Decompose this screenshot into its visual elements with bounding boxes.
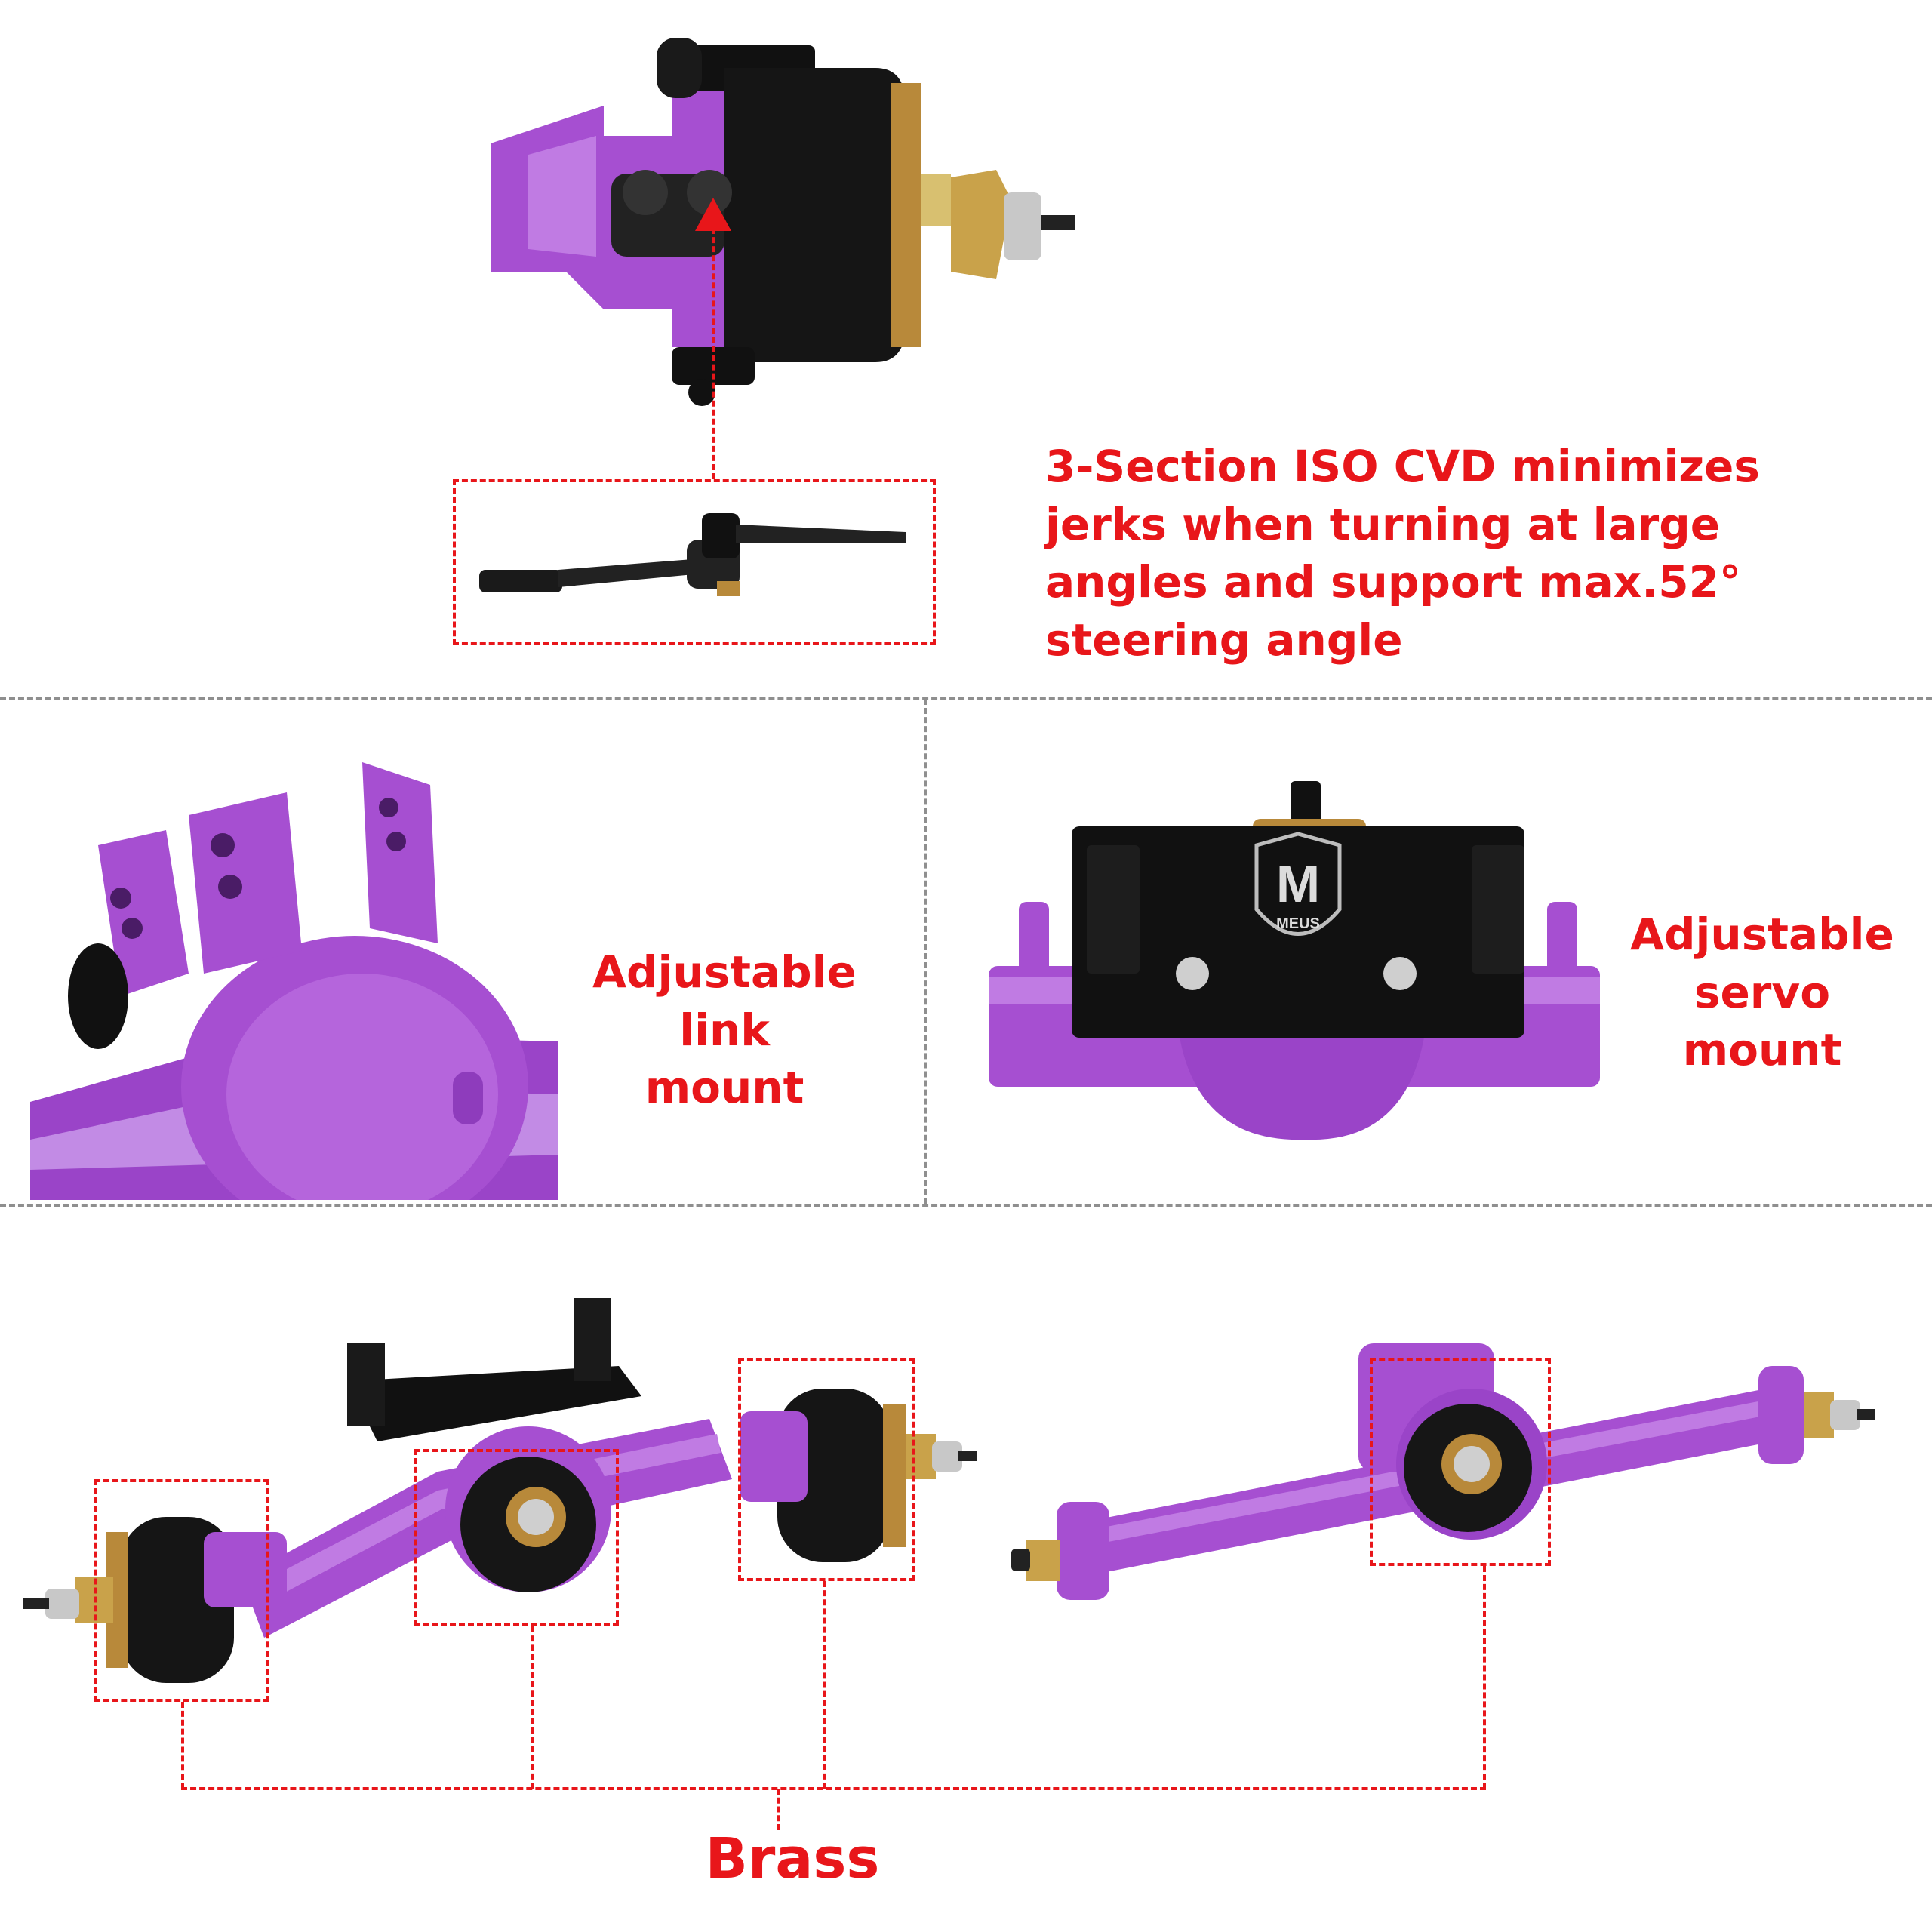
connector-line [777,1789,780,1830]
arrow-line [712,219,715,479]
servo-mount-caption-line: servo mount [1682,966,1842,1076]
rear-axle-image [1011,1343,1875,1600]
connector-line [1483,1566,1486,1789]
front-axle-image [23,1298,977,1683]
brass-highlight-rear-diff [1370,1358,1551,1566]
brass-caption: Brass [705,1826,880,1891]
servo-mount-caption: Adjustable servo mount [1611,906,1913,1079]
arrow-head-icon [695,198,731,231]
brass-highlight-right-knuckle [738,1358,915,1581]
link-mount-caption: Adjustable link mount [574,943,875,1117]
link-mount-caption-line: Adjustable link [592,946,857,1056]
cvd-shaft-image [479,513,906,596]
connector-line [181,1702,184,1789]
section-divider-top [0,697,1932,700]
cvd-caption-line: 3-Section ISO CVD minimizes [1045,441,1760,492]
cvd-caption-line: steering angle [1045,614,1403,666]
cvd-caption-line: jerks when turning at large [1045,498,1721,550]
logo-text: MEUS [1276,915,1320,932]
cvd-caption: 3-Section ISO CVD minimizes jerks when t… [1045,438,1760,669]
section-divider-bottom [0,1204,1932,1208]
servo-mount-image: M MEUS [989,781,1600,1140]
connector-line [531,1626,534,1789]
connector-line [823,1581,826,1789]
brass-highlight-left-knuckle [94,1479,269,1702]
link-mount-image [30,762,558,1200]
connector-line [181,1787,1486,1790]
brass-highlight-front-diff [414,1449,619,1626]
link-mount-caption-line: mount [645,1062,804,1114]
cvd-caption-line: angles and support max.52° [1045,556,1741,608]
logo-letter: M [1276,854,1320,913]
section-divider-vertical [924,699,927,1204]
cvd-shaft-highlight-box [453,479,936,645]
servo-mount-caption-line: Adjustable [1630,909,1894,960]
steering-knuckle-image [491,38,1075,406]
